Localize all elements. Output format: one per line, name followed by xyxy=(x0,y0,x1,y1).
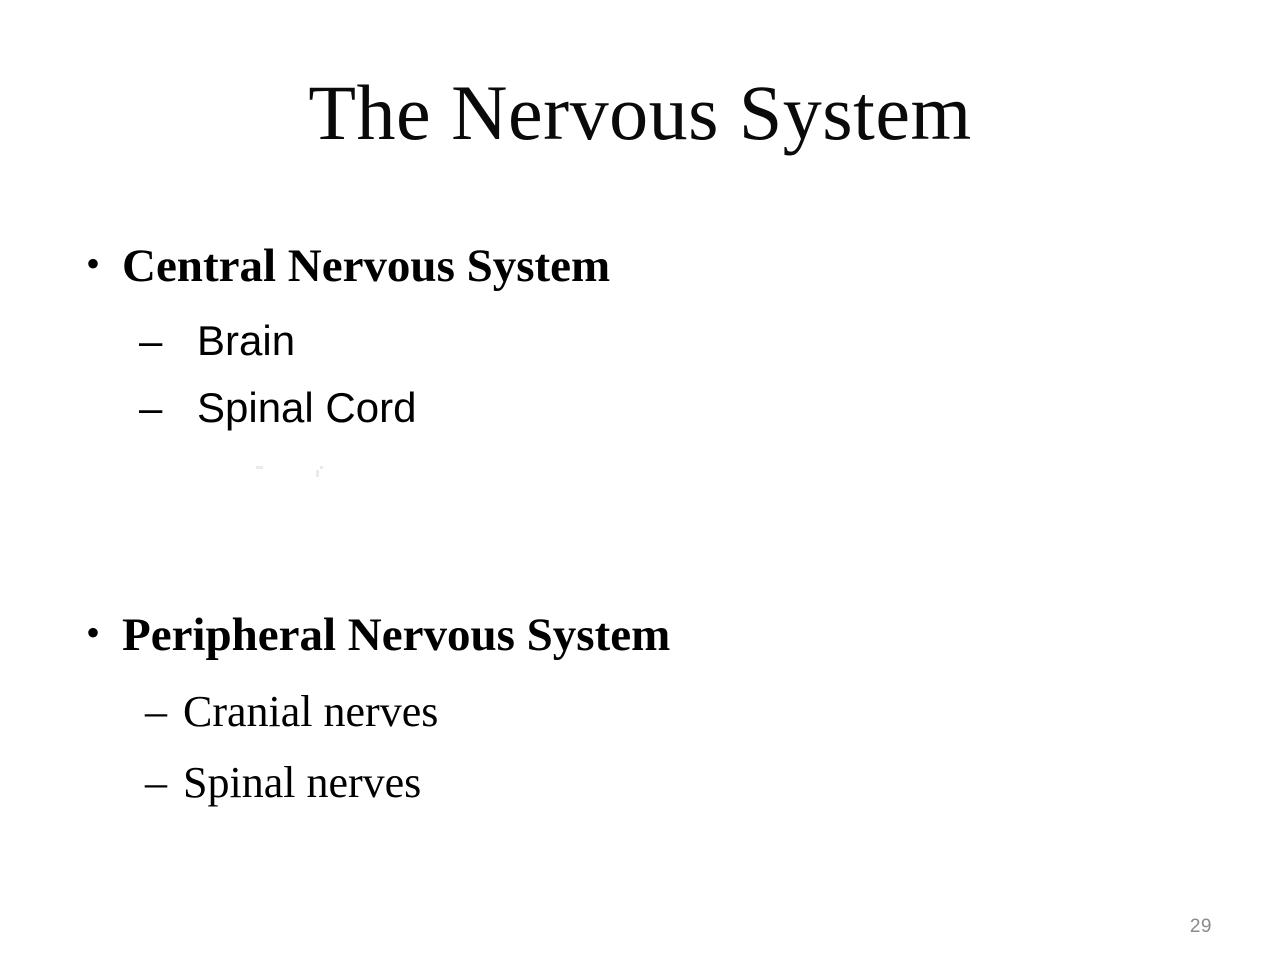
dash-icon: – xyxy=(139,317,163,364)
bullet-item-central-nervous-system: • Central Nervous System xyxy=(86,243,610,290)
sub-bullet-label: Brain xyxy=(197,317,296,364)
bullet-dot-icon: • xyxy=(86,241,101,286)
scan-artifact xyxy=(256,466,263,469)
sub-bullet-item-brain: – Brain xyxy=(139,320,295,362)
dash-icon: – xyxy=(145,758,167,807)
sub-bullet-label: Spinal nerves xyxy=(183,758,422,807)
sub-bullet-label: Spinal Cord xyxy=(197,384,417,431)
scan-artifact xyxy=(316,470,319,477)
sub-bullet-label: Cranial nerves xyxy=(183,687,439,736)
page-title: The Nervous System xyxy=(308,69,972,156)
bullet-item-peripheral-nervous-system: • Peripheral Nervous System xyxy=(86,612,670,659)
bullet-label: Peripheral Nervous System xyxy=(122,609,671,661)
sub-bullet-item-cranial-nerves: – Cranial nerves xyxy=(145,690,438,734)
sub-bullet-item-spinal-cord: – Spinal Cord xyxy=(139,387,416,429)
dash-icon: – xyxy=(139,384,163,431)
page-number: 29 xyxy=(1189,916,1212,937)
sub-bullet-item-spinal-nerves: – Spinal nerves xyxy=(145,761,421,805)
bullet-dot-icon: • xyxy=(86,610,101,655)
bullet-label: Central Nervous System xyxy=(122,240,611,292)
dash-icon: – xyxy=(145,687,167,736)
scan-artifact xyxy=(320,466,323,469)
